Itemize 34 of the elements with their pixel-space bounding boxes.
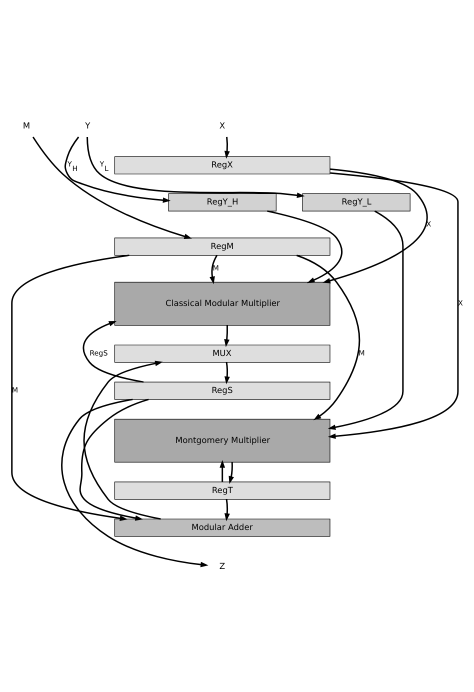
arrow (64, 136, 171, 202)
arrow (220, 459, 226, 482)
node-box: RegY_H (168, 192, 276, 211)
arrow (210, 254, 218, 284)
node-box: RegT (114, 481, 330, 500)
arrow (224, 498, 230, 521)
arrow (61, 398, 208, 567)
arrow (228, 462, 234, 484)
node-text: X (219, 120, 226, 130)
arrow (328, 172, 459, 438)
node-text: M (22, 120, 30, 130)
arrow (11, 254, 130, 520)
arrow (79, 398, 149, 520)
node-box: RegY_L (302, 192, 410, 211)
node-box: Classical Modular Multiplier (114, 281, 330, 326)
arrow (224, 324, 230, 347)
arrow (224, 136, 230, 158)
arrow (83, 360, 163, 520)
arrow (328, 210, 404, 430)
arrow (322, 168, 428, 283)
arrow (82, 320, 144, 382)
node-box: Modular Adder (114, 518, 330, 536)
arrow (224, 362, 230, 384)
node-box: RegM (114, 237, 330, 256)
node-box: MUX (114, 344, 330, 362)
arrow (86, 136, 305, 198)
arrow (267, 210, 343, 283)
arrow (296, 254, 360, 420)
node-text: Z (219, 560, 226, 571)
node-box: Montgomery Multiplier (114, 418, 330, 462)
arrow (32, 136, 192, 239)
node-text: Y (85, 120, 90, 130)
node-box: RegX (114, 156, 330, 174)
node-box: RegS (114, 381, 330, 400)
